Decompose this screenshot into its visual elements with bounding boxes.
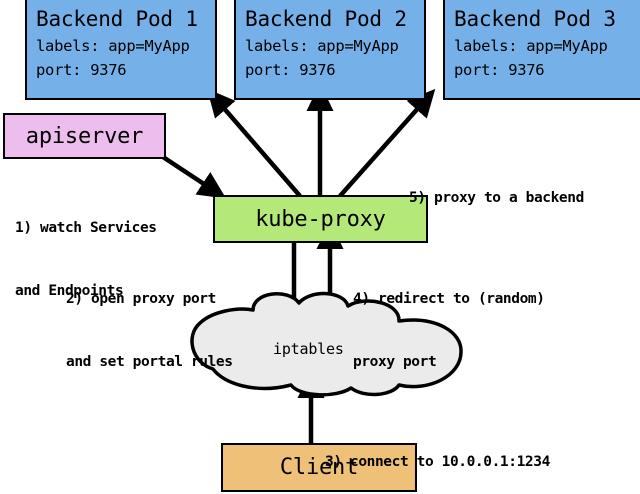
arrow-kubeproxy-to-pod3 xyxy=(338,88,436,198)
step-4-line-2: proxy port xyxy=(353,354,437,370)
backend-pod-1-labels: labels: app=MyApp xyxy=(36,37,190,55)
kube-proxy-label: kube-proxy xyxy=(255,206,386,232)
step-3-label: 3) connect to 10.0.0.1:1234 xyxy=(325,410,550,494)
iptables-label: iptables xyxy=(273,340,344,358)
client-box[interactable]: Client xyxy=(221,443,417,492)
step-1-line-2: and Endpoints xyxy=(15,283,124,299)
step-5-label: 5) proxy to a backend xyxy=(409,146,584,251)
backend-pod-3-labels: labels: app=MyApp xyxy=(454,37,608,55)
apiserver-label: apiserver xyxy=(25,123,144,149)
backend-pod-3-title: Backend Pod 3 xyxy=(454,7,616,31)
arrow-kubeproxy-to-pod1 xyxy=(206,88,302,198)
iptables-cloud-shape xyxy=(190,291,463,397)
backend-pod-2-title: Backend Pod 2 xyxy=(245,7,407,31)
backend-pod-2-port: port: 9376 xyxy=(245,61,336,79)
step-2-line-1: 2) open proxy port xyxy=(66,291,216,307)
backend-pod-3-box[interactable]: Backend Pod 3 labels: app=MyApp port: 93… xyxy=(443,0,640,100)
backend-pod-3-port: port: 9376 xyxy=(454,61,545,79)
step-5-line-1: 5) proxy to a backend xyxy=(409,190,584,206)
step-2-line-2: and set portal rules xyxy=(66,354,233,370)
backend-pod-2-labels: labels: app=MyApp xyxy=(245,37,399,55)
backend-pod-1-box[interactable]: Backend Pod 1 labels: app=MyApp port: 93… xyxy=(25,0,217,100)
backend-pod-1-title: Backend Pod 1 xyxy=(36,7,198,31)
step-4-label: 4) redirect to (random) proxy port xyxy=(353,247,545,415)
kube-proxy-box[interactable]: kube-proxy xyxy=(213,195,428,243)
client-label: Client xyxy=(279,455,359,480)
step-1-label: 1) watch Services and Endpoints xyxy=(15,176,157,344)
backend-pod-1-port: port: 9376 xyxy=(36,61,127,79)
step-2-label: 2) open proxy port and set portal rules xyxy=(66,247,233,415)
step-4-line-1: 4) redirect to (random) xyxy=(353,291,545,307)
step-3-line-1: 3) connect to 10.0.0.1:1234 xyxy=(325,454,550,470)
apiserver-box[interactable]: apiserver xyxy=(3,113,166,159)
arrow-apiserver-to-kubeproxy xyxy=(161,155,227,199)
backend-pod-2-box[interactable]: Backend Pod 2 labels: app=MyApp port: 93… xyxy=(234,0,426,100)
step-1-line-1: 1) watch Services xyxy=(15,220,157,236)
